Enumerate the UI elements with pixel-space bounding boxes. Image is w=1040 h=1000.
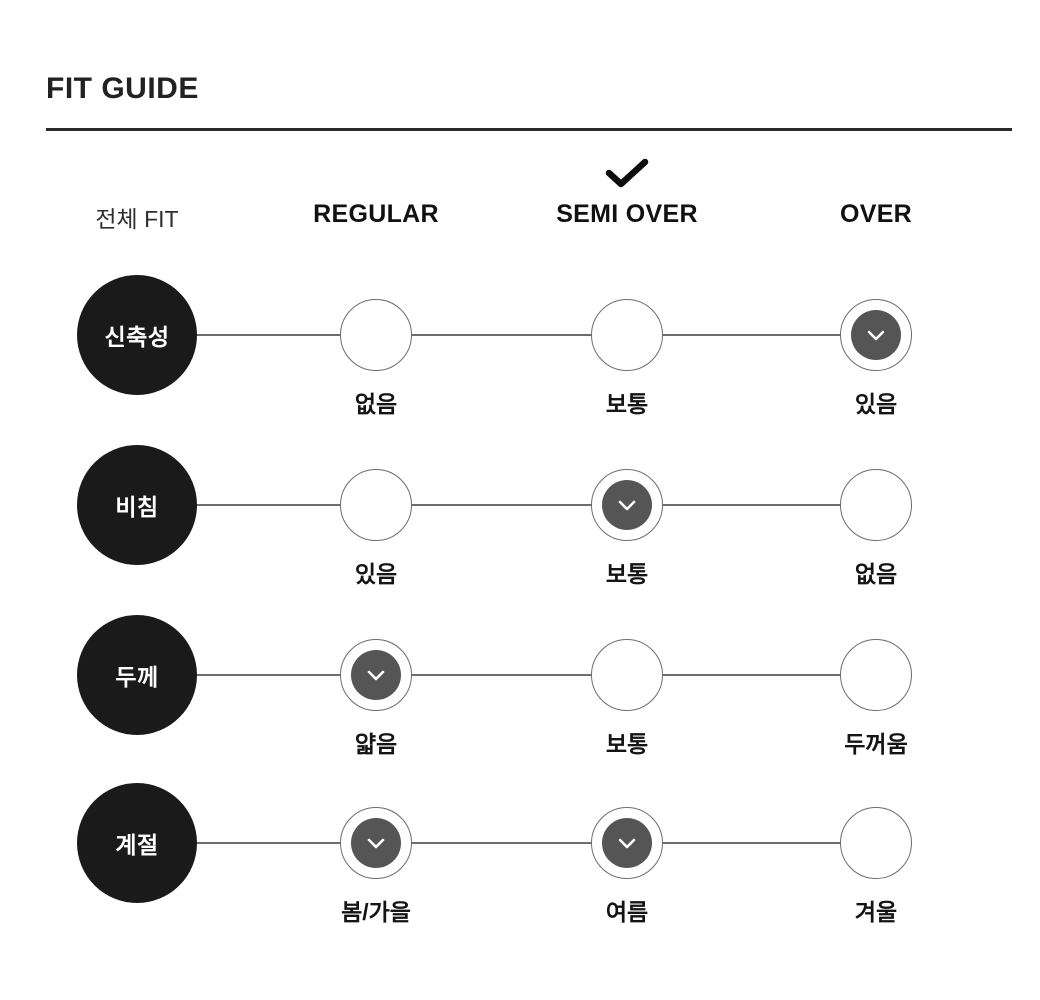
- fit-row-stretch: 신축성 없음 보통 있음: [0, 250, 1040, 420]
- page-title: FIT GUIDE: [46, 72, 199, 105]
- row-connector-line: [185, 842, 877, 844]
- option-marker[interactable]: [591, 299, 663, 371]
- option-label: 여름: [605, 899, 649, 925]
- column-header-over[interactable]: OVER: [839, 200, 913, 228]
- marker-check-icon: [351, 818, 401, 868]
- option-marker[interactable]: [340, 469, 412, 541]
- option-marker[interactable]: [591, 807, 663, 879]
- row-label-badge: 계절: [77, 783, 197, 903]
- title-block: FIT GUIDE: [46, 74, 1012, 104]
- option-label: 없음: [354, 391, 398, 417]
- option-marker[interactable]: [340, 807, 412, 879]
- option-marker[interactable]: [340, 299, 412, 371]
- option-marker[interactable]: [840, 299, 912, 371]
- option-label: 얇음: [354, 731, 398, 757]
- row-label-badge: 두께: [77, 615, 197, 735]
- option-marker[interactable]: [840, 807, 912, 879]
- row-label-badge: 신축성: [77, 275, 197, 395]
- row-connector-line: [185, 334, 877, 336]
- option-label: 보통: [605, 731, 649, 757]
- option-label: 보통: [605, 391, 649, 417]
- marker-check-icon: [602, 480, 652, 530]
- fit-row-sheerness: 비침 있음 보통 없음: [0, 420, 1040, 590]
- fit-row-season: 계절 봄/가을 여름 겨울: [0, 758, 1040, 928]
- option-label: 봄/가을: [341, 899, 411, 925]
- option-marker[interactable]: [340, 639, 412, 711]
- row-label-badge: 비침: [77, 445, 197, 565]
- option-label: 보통: [605, 561, 649, 587]
- title-divider: [46, 128, 1012, 131]
- option-label: 겨울: [854, 899, 898, 925]
- option-marker[interactable]: [591, 469, 663, 541]
- option-label: 없음: [854, 561, 898, 587]
- row-axis-label: 전체 FIT: [95, 206, 179, 232]
- option-marker[interactable]: [840, 639, 912, 711]
- marker-check-icon: [602, 818, 652, 868]
- option-label: 있음: [854, 391, 898, 417]
- fit-row-thickness: 두께 얇음 보통 두꺼움: [0, 590, 1040, 760]
- option-marker[interactable]: [840, 469, 912, 541]
- row-connector-line: [185, 674, 877, 676]
- marker-check-icon: [851, 310, 901, 360]
- option-label: 두꺼움: [844, 731, 908, 757]
- marker-check-icon: [351, 650, 401, 700]
- check-icon: [604, 158, 650, 188]
- option-label: 있음: [354, 561, 398, 587]
- column-header-regular[interactable]: REGULAR: [313, 200, 439, 228]
- row-connector-line: [185, 504, 877, 506]
- column-header-semi-over[interactable]: SEMI OVER: [556, 200, 698, 228]
- option-marker[interactable]: [591, 639, 663, 711]
